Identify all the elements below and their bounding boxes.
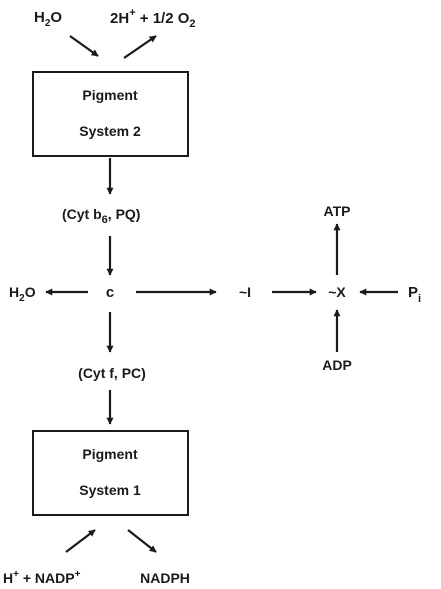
pigment-system-2-box: [32, 71, 189, 157]
reactants-bottom-label: H+ + NADP+: [3, 569, 81, 586]
c-label: c: [106, 284, 114, 301]
tilde-x-label: ~X: [328, 284, 346, 300]
pigment-system-1-box: [32, 430, 189, 516]
ps2-line1: Pigment: [82, 87, 138, 103]
ps1-line1: Pigment: [82, 446, 138, 462]
atp-label: ATP: [324, 203, 351, 219]
cyt-b6-pq-label: (Cyt b6, PQ): [62, 206, 140, 226]
products-top-label: 2H+ + 1/2 O2: [110, 7, 196, 30]
h2o-left-label: H2O: [9, 284, 36, 304]
h2o-top-label: H2O: [34, 9, 62, 29]
arrow-ps1-to-nadph: [127, 529, 157, 553]
ps1-line2: System 1: [79, 482, 141, 498]
adp-label: ADP: [322, 357, 352, 373]
cyt-f-pc-label: (Cyt f, PC): [78, 365, 146, 381]
ps2-line2: System 2: [79, 123, 141, 139]
nadph-label: NADPH: [140, 570, 190, 586]
arrow-h2o-to-ps2: [69, 35, 99, 57]
arrow-ps2-to-products: [123, 35, 157, 59]
tilde-i-label: ~I: [239, 284, 251, 300]
pi-label: Pi: [408, 284, 421, 305]
arrow-nadp-to-ps1: [65, 529, 96, 553]
